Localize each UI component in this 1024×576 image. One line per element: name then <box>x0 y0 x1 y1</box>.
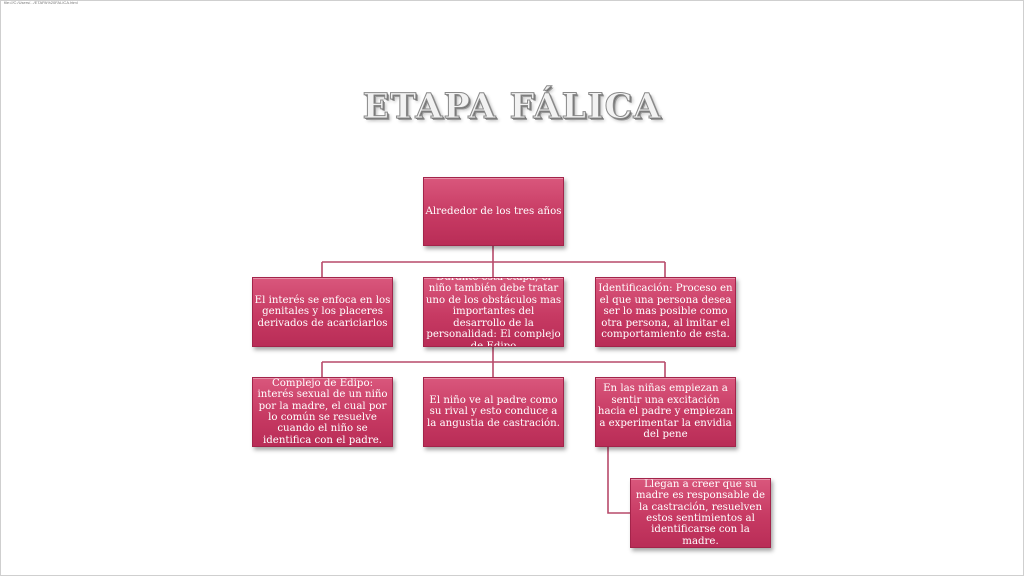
node-root-text: Alrededor de los tres años <box>425 205 562 217</box>
node-level2-edipo: Durante esta etapa, el niño también debe… <box>423 277 564 347</box>
node-text: Llegan a creer que su madre es responsab… <box>635 478 766 547</box>
connector-level4-elbow <box>607 447 630 514</box>
slide-title: ETAPA FÁLICA <box>362 86 662 128</box>
node-text: Durante esta etapa, el niño también debe… <box>425 277 562 347</box>
node-text: Complejo de Edipo: interés sexual de un … <box>257 377 388 446</box>
node-text: El interés se enfoca en los genitales y … <box>254 294 391 329</box>
node-level4-madre: Llegan a creer que su madre es responsab… <box>630 478 771 548</box>
node-text: El niño ve al padre como su rival y esto… <box>427 394 560 429</box>
node-text: En las niñas empiezan a sentir una excit… <box>597 383 734 441</box>
node-level3-ninas: En las niñas empiezan a sentir una excit… <box>595 377 736 447</box>
node-level3-complejo: Complejo de Edipo: interés sexual de un … <box>252 377 393 447</box>
node-level3-rival: El niño ve al padre como su rival y esto… <box>423 377 564 447</box>
node-root: Alrededor de los tres años <box>423 177 564 246</box>
header-note: file:///C:/Users/.../ETAPA%20FALICA.html <box>4 0 78 5</box>
node-level2-genitales: El interés se enfoca en los genitales y … <box>252 277 393 347</box>
node-level2-identificacion: Identificación: Proceso en el que una pe… <box>595 277 736 347</box>
node-text: Identificación: Proceso en el que una pe… <box>598 283 733 341</box>
